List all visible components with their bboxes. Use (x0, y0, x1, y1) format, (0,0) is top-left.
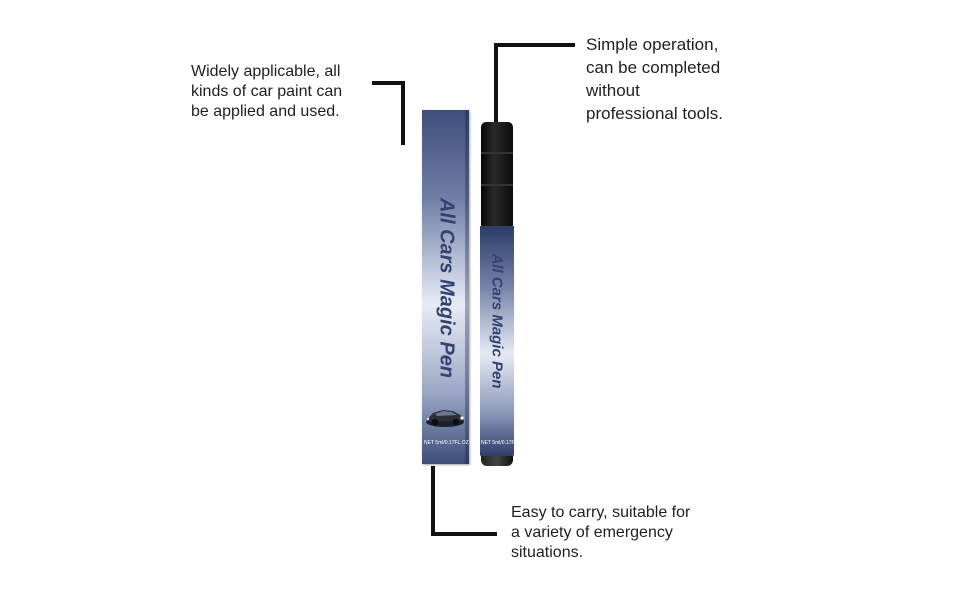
callout-line: Simple operation, (586, 35, 719, 54)
leader-line-easy-vertical (431, 466, 435, 536)
box-brand-text: All Cars Magic Pen (435, 197, 457, 379)
callout-line: kinds of car paint can (191, 83, 343, 100)
leader-line-easy-horizontal (431, 532, 497, 536)
pen-cap-ridge (481, 184, 513, 186)
callout-line: can be completed (586, 58, 721, 77)
pen-cap-ridge (481, 152, 513, 154)
paint-pen: All Cars Magic Pen NET 5ml/0.17FL.OZ (478, 122, 526, 466)
callout-easy-to-carry: Easy to carry, suitable for a variety of… (511, 503, 690, 563)
callout-line: Widely applicable, all (191, 63, 341, 80)
product-box: All Cars Magic Pen NET 5ml/0.17FL.OZ (422, 110, 469, 464)
callout-line: situations. (511, 544, 584, 561)
callout-simple-operation: Simple operation, can be completed witho… (586, 33, 723, 125)
leader-line-simple-vertical (494, 43, 498, 125)
leader-line-widely-horizontal (372, 81, 405, 85)
callout-line: be applied and used. (191, 103, 340, 120)
sports-car-icon (426, 410, 464, 427)
box-side-edge (465, 110, 469, 464)
pen-brand-text: All Cars Magic Pen (488, 253, 506, 389)
leader-line-widely-vertical (401, 81, 405, 145)
pen-barrel: All Cars Magic Pen NET 5ml/0.17FL.OZ (480, 226, 526, 458)
callout-widely-applicable: Widely applicable, all kinds of car pain… (191, 62, 342, 122)
callout-line: a variety of emergency (511, 524, 673, 541)
callout-line: Easy to carry, suitable for (511, 504, 691, 521)
callout-line: professional tools. (586, 104, 724, 123)
pen-net-volume: NET 5ml/0.17FL.OZ (481, 440, 526, 446)
box-net-volume: NET 5ml/0.17FL.OZ (424, 440, 469, 446)
pen-end-cap (481, 456, 513, 466)
callout-line: without (586, 81, 640, 100)
leader-line-simple-horizontal (494, 43, 575, 47)
pen-cap (481, 122, 513, 226)
